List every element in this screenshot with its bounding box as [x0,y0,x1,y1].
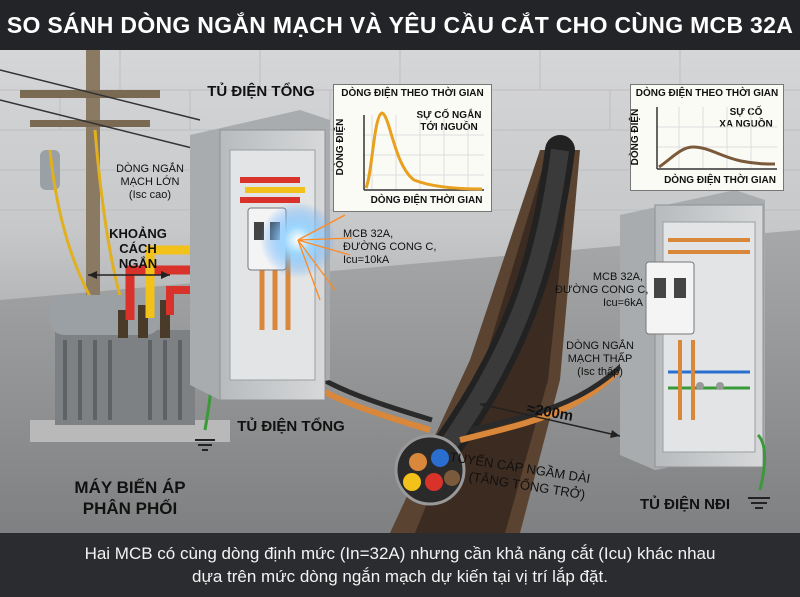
caption-line2: dựa trên mức dòng ngắn mạch dự kiến tại … [192,567,608,586]
high-sc-line2: MẠCH LỚN [120,176,180,188]
caption: Hai MCB có cùng dòng định mức (In=32A) n… [30,542,770,588]
caption-bar: Hai MCB có cùng dòng định mức (In=32A) n… [0,533,800,597]
page-title: SO SÁNH DÒNG NGẮN MẠCH VÀ YÊU CẦU CẮT CH… [6,11,794,38]
main-panel-top-label: TỦ ĐIỆN TỔNG [207,83,315,100]
graph-left-note-2: TỚI NGUỒN [420,122,478,133]
graph-left-title: DÒNG ĐIỆN THEO THỜI GIAN [341,88,484,99]
mcb-left-line2: ĐƯỜNG CONG C, [343,241,437,253]
mcb-right-line1: MCB 32A, [592,271,643,283]
graph-right-title: DÒNG ĐIỆN THEO THỜI GIAN [635,88,779,99]
graph-right: DÒNG ĐIỆN THEO THỜI GIAN DÒNG ĐIỆN DÒNG … [630,84,784,191]
graph-left-xlabel: DÒNG ĐIỆN THỜI GIAN [370,195,483,206]
graph-right-note-2: XA NGUỒN [719,119,773,130]
high-sc-line3: (Isc cao) [128,189,172,201]
graph-left-note-1: SỰ CỐ NGẮN [416,110,482,121]
sub-panel-label: TỦ ĐIỆN NĐI [640,496,730,513]
short-distance-line1: KHOẢNG [109,226,167,241]
low-sc-line3: (Isc thấp) [577,366,623,378]
graph-right-xlabel: DÒNG ĐIỆN THỜI GIAN [664,175,776,186]
graph-right-curve [658,145,776,169]
graph-right-note-1: SỰ CỐ [729,107,763,118]
mcb-left-line1: MCB 32A, [343,228,394,240]
mcb-right-line3: Icu=6kA [602,297,643,309]
main-panel-bottom-label: TỦ ĐIỆN TỔNG [237,418,345,435]
short-distance-line3: NGẮN [118,256,158,271]
graph-left: DÒNG ĐIỆN THEO THỜI GIAN DÒNG ĐIỆN DÒNG … [333,84,492,212]
mcb-right-line2: ĐƯỜNG CONG C, [555,284,649,296]
low-sc-line2: MẠCH THẤP [567,353,633,365]
title-bar: SO SÁNH DÒNG NGẮN MẠCH VÀ YÊU CẦU CẮT CH… [0,0,800,50]
sub-panel [620,190,765,470]
caption-line1: Hai MCB có cùng dòng định mức (In=32A) n… [84,544,716,563]
low-sc-line1: DÒNG NGẮN [566,340,634,352]
graph-right-plot [656,107,777,170]
mcb-left-line3: Icu=10kA [343,254,390,266]
high-sc-line1: DÒNG NGẮN [116,163,184,175]
graph-left-plot [363,111,484,191]
graph-left-curve [364,111,483,191]
transformer-label-line2: PHÂN PHỐI [82,499,178,518]
short-distance-line2: CÁCH [119,241,157,256]
transformer [30,295,230,442]
transformer-label-line1: MÁY BIẾN ÁP [74,478,186,497]
